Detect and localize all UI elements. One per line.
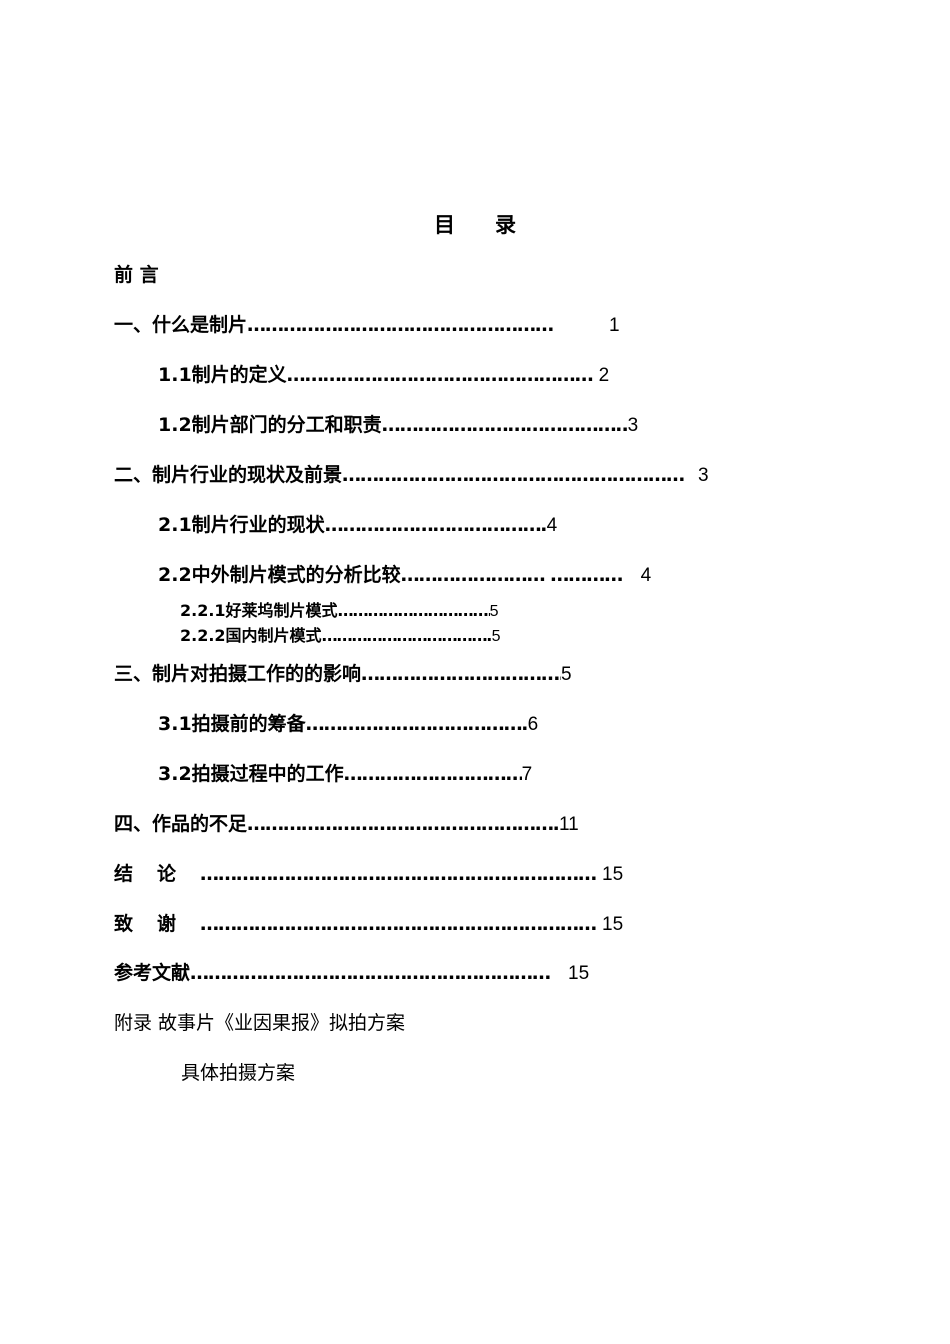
appendix-line: 附录 故事片《业因果报》拟拍方案 [114,1012,406,1034]
page-number: 15 [602,914,624,935]
dot-leader: …………………………………………… [286,364,594,386]
dot-leader: ………………………………………………………… [200,913,597,935]
appendix-subline: 具体拍摄方案 [181,1062,296,1084]
toc-entry[interactable]: 1.2制片部门的分工和职责 ……………………………………… 3 [158,412,638,439]
toc-entry-label: 一、什么是制片 [114,314,248,336]
page-number: 5 [489,603,499,620]
toc-entry-references[interactable]: 参考文献 …………………………………………………… 15 [114,960,589,987]
toc-entry-label: 四、作品的不足 [114,813,248,835]
page-number: 15 [602,864,624,885]
toc-entry[interactable]: 2.2.2国内制片模式 …………………………………… 5 [180,625,500,648]
toc-entry[interactable]: 3.1拍摄前的筹备 ………………………………………… 6 [158,711,538,738]
toc-entry-label: 2.2中外制片模式的分析比较 [158,564,401,586]
toc-entry[interactable]: 1.1制片的定义 …………………………………………… 2 [158,362,609,389]
toc-entry-conclusion[interactable]: 结论 ………………………………………………………… 15 [114,861,623,888]
dot-leader: ………………………………… [361,663,561,685]
toc-entry-label: 3.1拍摄前的筹备 [158,713,306,735]
page-number: 1 [609,315,620,336]
dot-leader: ………………………………………………………… [200,863,597,885]
dot-leader: ………………………………………… [305,713,528,735]
page-number: 6 [527,714,539,735]
toc-entry-label: 2.2.2国内制片模式 [180,626,322,645]
toc-entry-label: 致谢 [114,913,201,935]
toc-entry-label: 2.2.1好莱坞制片模式 [180,601,338,620]
toc-entry-label: 结论 [114,863,201,885]
page-number: 2 [598,365,610,386]
dot-leader: …………………………………… [321,626,492,645]
toc-entry[interactable]: 2.1制片行业的现状 ………………………………… 4 [158,512,557,539]
toc-entry-label: 3.2拍摄过程中的工作 [158,763,344,785]
toc-entry[interactable]: 四、作品的不足 ……………………………………………… 11 [114,811,579,838]
toc-entry[interactable]: 2.2.1好莱坞制片模式 ……………………………… 5 [180,600,498,623]
toc-entry-label: 二、制片行业的现状及前景 [114,464,343,486]
page-number: 5 [491,628,501,645]
toc-entry-label: 1.1制片的定义 [158,364,287,386]
dot-leader: …………………………………………… [247,314,554,336]
page-number: 11 [559,814,579,835]
toc-entry[interactable]: 二、制片行业的现状及前景 ………………………………………………… 3 [114,462,709,489]
page-number: 7 [521,764,533,785]
toc-entry[interactable]: 一、什么是制片 …………………………………………… 1 [114,312,620,339]
dot-leader: ……………………………………… [381,414,628,436]
dot-leader: ………………………………………………… [342,464,685,486]
page-number: 4 [640,565,652,586]
toc-title: 目录 [434,213,556,237]
page-number: 4 [546,515,558,536]
dot-leader: ……………………………… [337,601,490,620]
page-number: 5 [561,664,572,685]
toc-entry[interactable]: 三、制片对拍摄工作的的影响 ………………………………… 5 [114,661,572,688]
toc-entry[interactable]: 3.2拍摄过程中的工作 ……………………………… 7 [158,761,532,788]
page-number: 15 [568,963,590,984]
dot-leader: ……………………………… [343,763,522,785]
toc-entry-label: 参考文献 [114,962,191,984]
dot-leader: …………………………………………………… [190,962,551,984]
dot-leader: ……………………………………………… [247,813,560,835]
dot-leader: ………………………………… [324,514,547,536]
toc-entry-acknowledgements[interactable]: 致谢 ………………………………………………………… 15 [114,911,623,938]
page-number: 3 [698,465,709,486]
toc-entry-label: 三、制片对拍摄工作的的影响 [114,663,362,685]
toc-entry-label: 前 言 [114,264,159,286]
toc-entry-preface[interactable]: 前 言 [114,262,159,288]
toc-entry[interactable]: 2.2中外制片模式的分析比较 …………………… ………… 4 [158,562,651,589]
dot-leader: …………………… ………… [400,564,624,586]
page-number: 3 [627,415,639,436]
toc-entry-label: 2.1制片行业的现状 [158,514,325,536]
toc-entry-label: 1.2制片部门的分工和职责 [158,414,382,436]
